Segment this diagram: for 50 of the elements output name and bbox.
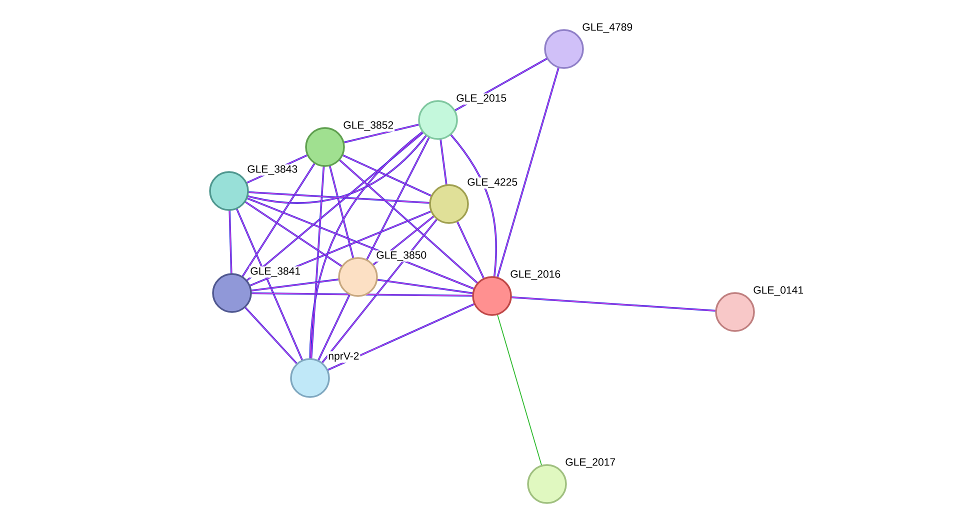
- edge: [310, 166, 325, 360]
- node-label: GLE_2015: [455, 93, 508, 105]
- edge: [440, 138, 448, 186]
- node-label: GLE_3852: [342, 120, 395, 132]
- node-label: GLE_0141: [752, 285, 805, 297]
- edge: [366, 136, 430, 260]
- node-label: GLE_4225: [466, 177, 519, 189]
- edge: [248, 191, 430, 204]
- edge: [247, 134, 428, 204]
- node-label: GLE_2016: [509, 269, 562, 281]
- edge: [244, 200, 342, 268]
- edge: [450, 134, 498, 278]
- node-label: GLE_4789: [581, 22, 634, 34]
- node-label: GLE_2017: [564, 457, 617, 469]
- protein-node: [212, 273, 252, 313]
- edge: [338, 159, 478, 284]
- protein-node: [418, 100, 458, 140]
- node-label: GLE_3850: [375, 250, 428, 262]
- edge: [250, 292, 474, 297]
- edge: [343, 124, 420, 144]
- edge: [342, 154, 432, 197]
- edge: [510, 296, 716, 312]
- edge: [327, 303, 475, 371]
- protein-node: [290, 358, 330, 398]
- edge: [228, 210, 232, 274]
- protein-node: [209, 171, 249, 211]
- edge: [496, 67, 560, 278]
- node-label: nprV-2: [327, 351, 360, 363]
- edge: [246, 132, 424, 282]
- protein-node: [715, 292, 755, 332]
- protein-node: [429, 184, 469, 224]
- protein-node: [544, 29, 584, 69]
- protein-node: [338, 257, 378, 297]
- edge: [246, 197, 474, 290]
- edge: [321, 218, 438, 364]
- edge: [317, 294, 351, 362]
- edge: [236, 208, 304, 361]
- edge: [496, 314, 542, 466]
- edge: [328, 165, 354, 259]
- node-label: GLE_3841: [249, 266, 302, 278]
- edge: [376, 278, 474, 294]
- protein-node: [527, 464, 567, 504]
- node-label: GLE_3843: [246, 164, 299, 176]
- protein-node: [472, 276, 512, 316]
- edge: [244, 306, 298, 364]
- edge: [250, 278, 340, 292]
- edge: [242, 162, 316, 278]
- protein-node: [305, 127, 345, 167]
- edge: [309, 131, 424, 360]
- edge: [456, 221, 485, 279]
